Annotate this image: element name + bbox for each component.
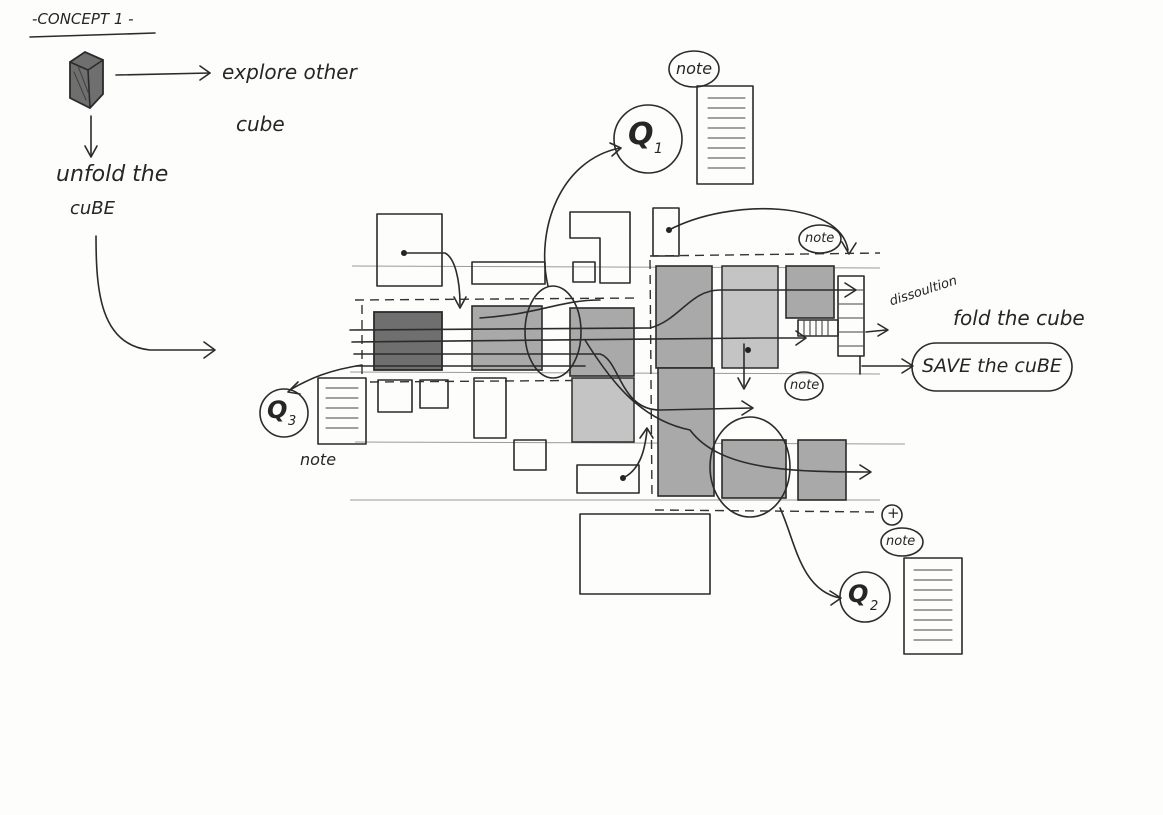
unfold-label-2: cuBE <box>70 198 116 219</box>
q1-circle <box>613 104 683 174</box>
flow-arrow-to-plan <box>95 235 216 359</box>
fold-label: fold the cube <box>953 306 1085 330</box>
explore-label-2: cube <box>236 112 285 136</box>
cube-icon <box>69 50 104 110</box>
explore-label: explore other <box>222 60 357 84</box>
save-label: SAVE the cuBE <box>922 355 1062 377</box>
flow-lines <box>349 282 872 480</box>
plus-bubble <box>881 504 903 526</box>
explore-arrow <box>115 65 211 81</box>
room-top-middle <box>569 211 631 284</box>
note-bubble-top <box>668 50 720 88</box>
unfold-arrow <box>84 115 98 158</box>
focus-circles <box>524 285 791 518</box>
q2-letter: Q <box>848 580 869 608</box>
note-pad-top <box>696 85 754 185</box>
q3-letter: Q <box>267 396 288 424</box>
concept-header <box>29 32 156 38</box>
room-top-left <box>376 213 467 309</box>
concept-title: -CONCEPT 1 - <box>32 10 134 28</box>
note-label-middle: note <box>790 378 820 393</box>
lower-rooms <box>377 377 711 595</box>
save-bubble <box>911 342 1073 392</box>
unfold-label: unfold the <box>56 162 169 187</box>
note-label-top: note <box>676 59 713 78</box>
note-bubble-bottom <box>880 527 924 557</box>
q3-sub: 3 <box>288 414 297 429</box>
note-label-upper-right: note <box>805 231 835 246</box>
q1-letter: Q <box>628 117 654 152</box>
note-pad-left <box>317 377 367 445</box>
note-label-bottom: note <box>886 534 916 549</box>
note-label-left: note <box>300 450 337 469</box>
q3-circle <box>259 388 309 438</box>
room-small-strip <box>471 261 546 285</box>
note-pad-bottom <box>903 557 963 655</box>
note-bubble-middle <box>784 371 824 401</box>
q3-connector <box>287 364 363 395</box>
q2-circle <box>839 571 891 623</box>
q2-sub: 2 <box>870 599 879 614</box>
fold-arrow <box>865 323 889 337</box>
q1-connector <box>543 142 622 287</box>
note-bubble-upper-right <box>798 224 842 254</box>
q2-connector <box>779 507 842 606</box>
plus-symbol: + <box>887 504 900 522</box>
save-arrow <box>859 355 914 375</box>
q1-sub: 1 <box>654 141 663 157</box>
